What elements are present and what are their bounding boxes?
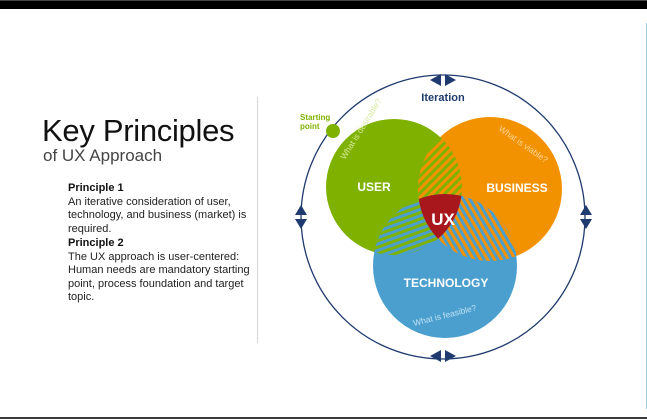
- principle-text: The UX approach is user-centered: Human …: [68, 250, 250, 304]
- slide-title: Key Principles: [42, 113, 235, 148]
- principle-2: Principle 2 The UX approach is user-cent…: [68, 237, 258, 305]
- principle-1: Principle 1 An iterative consideration o…: [68, 182, 258, 236]
- slide-subtitle: of UX Approach: [43, 146, 163, 165]
- bottom-bar: [0, 417, 647, 419]
- user-label: USER: [357, 180, 391, 194]
- user-technology-overlap: [373, 194, 462, 255]
- business-technology-overlap: [418, 194, 517, 261]
- principle-text: An iterative consideration of user, tech…: [68, 195, 247, 235]
- arrow-bottom-icon: [430, 350, 456, 362]
- arrow-top-icon: [430, 74, 456, 86]
- arrow-right-icon: [580, 205, 592, 229]
- divider: [257, 97, 258, 343]
- principle-heading: Principle 2: [68, 237, 124, 249]
- ux-label: UX: [431, 210, 455, 229]
- arrow-left-icon: [295, 205, 307, 229]
- iteration-label: Iteration: [421, 92, 465, 104]
- business-label: BUSINESS: [486, 181, 547, 195]
- iteration-ring: [300, 74, 586, 360]
- starting-point-marker: [326, 124, 340, 138]
- top-bar: [0, 0, 647, 9]
- technology-label: TECHNOLOGY: [404, 276, 489, 290]
- principle-heading: Principle 1: [68, 182, 124, 194]
